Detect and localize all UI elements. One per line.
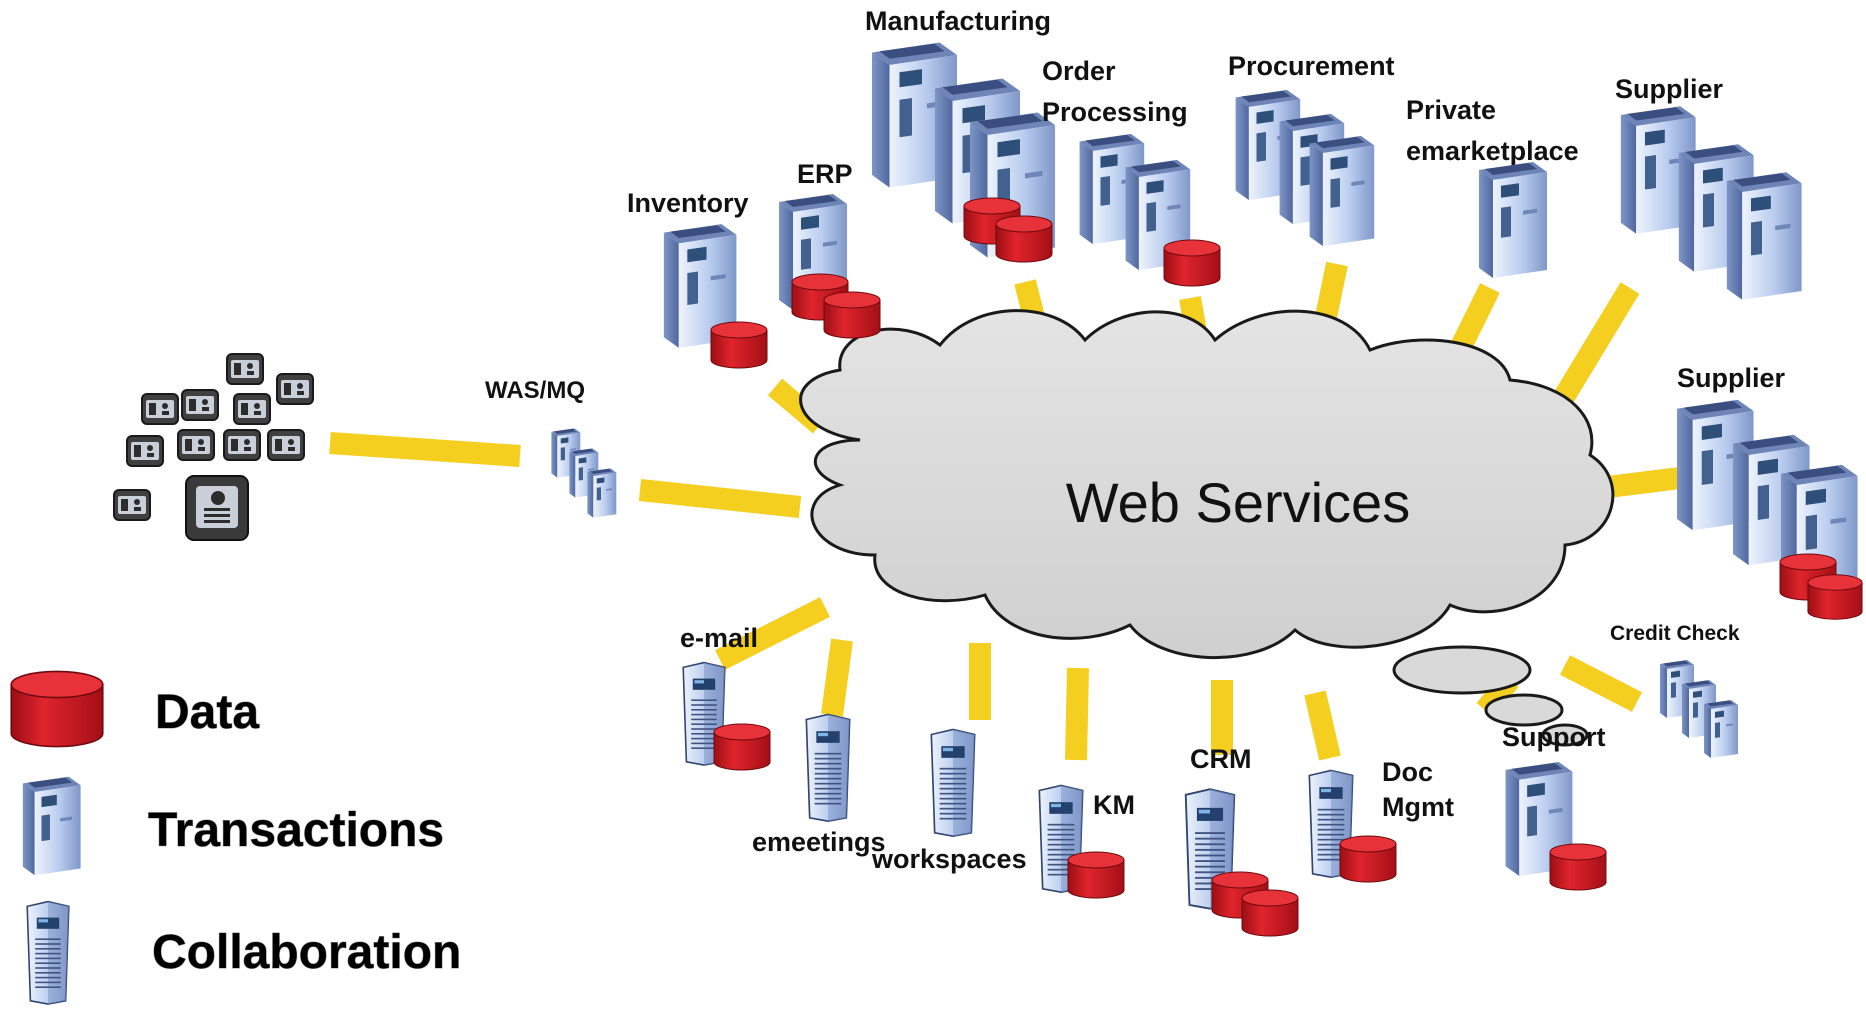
- connector-doc-mgmt: [1304, 690, 1341, 761]
- email-label: e-mail: [680, 623, 758, 653]
- server-icon: [1726, 172, 1802, 300]
- tower-server-icon: [805, 713, 851, 823]
- connector-credit-check: [1559, 655, 1643, 712]
- server-icon: [1479, 162, 1547, 278]
- legend-transactions-label: Transactions: [148, 804, 444, 857]
- manufacturing-label: Manufacturing: [865, 6, 1051, 36]
- connector-km: [1065, 667, 1089, 761]
- database-icon: [1241, 889, 1299, 937]
- inventory-label: Inventory: [627, 188, 749, 218]
- thought-bubble-large: [1392, 645, 1532, 695]
- node-erp: ERP: [779, 159, 881, 339]
- legend-collaboration-label: Collaboration: [152, 926, 461, 979]
- node-doc-mgmt: Doc Mgmt: [1308, 757, 1454, 883]
- order-processing-label-1: Order: [1042, 56, 1116, 86]
- node-crm: CRM: [1184, 744, 1299, 937]
- database-icon: [1339, 835, 1397, 883]
- node-supplier-right: Supplier: [1677, 363, 1863, 620]
- emarketplace-label-1: Private: [1406, 95, 1496, 125]
- node-was-mq: WAS/MQ: [485, 377, 617, 518]
- database-icon: [1067, 851, 1125, 899]
- emeetings-label: emeetings: [752, 827, 886, 857]
- database-icon: [713, 723, 771, 771]
- device-icon: [233, 393, 271, 425]
- device-icon: [113, 489, 151, 521]
- doc-mgmt-label-2: Mgmt: [1382, 792, 1454, 822]
- node-km: KM: [1038, 784, 1135, 899]
- erp-label: ERP: [797, 159, 853, 189]
- doc-mgmt-label-1: Doc: [1382, 757, 1433, 787]
- legend: Data Transactions Collaboration: [10, 670, 462, 1005]
- node-email: e-mail: [680, 623, 771, 771]
- node-emeetings: emeetings: [752, 713, 886, 857]
- node-manufacturing: Manufacturing: [865, 6, 1055, 263]
- device-icon: [181, 389, 219, 421]
- connector-emeetings: [821, 638, 853, 717]
- device-icon: [276, 373, 314, 405]
- node-credit-check: Credit Check: [1610, 622, 1740, 758]
- database-icon: [710, 321, 768, 369]
- workspaces-label: workspaces: [871, 844, 1027, 874]
- legend-data-label: Data: [155, 686, 259, 739]
- order-processing-label-2: Processing: [1042, 97, 1188, 127]
- connector-was-mq: [638, 479, 802, 518]
- supplier-right-label: Supplier: [1677, 363, 1786, 393]
- device-icon: [223, 429, 261, 461]
- emarketplace-label-2: emarketplace: [1406, 136, 1579, 166]
- server-icon: [587, 468, 617, 518]
- database-icon: [10, 670, 104, 748]
- crm-label: CRM: [1190, 744, 1252, 774]
- legend-item-data: Data: [10, 670, 260, 748]
- server-icon: [1309, 135, 1375, 247]
- web-services-cloud: Web Services: [799, 309, 1615, 747]
- device-icon: [177, 429, 215, 461]
- procurement-label: Procurement: [1228, 51, 1395, 81]
- km-label: KM: [1093, 790, 1135, 820]
- device-icon: [126, 435, 164, 467]
- node-workspaces: workspaces: [871, 728, 1027, 874]
- thought-bubble-medium: [1484, 693, 1564, 727]
- device-icon: [267, 429, 305, 461]
- node-procurement: Procurement: [1228, 51, 1395, 247]
- thought-bubble-small: [1541, 723, 1589, 747]
- pda-icon: [185, 475, 249, 541]
- node-support: Support: [1502, 722, 1607, 891]
- connector-devices: [329, 432, 521, 467]
- legend-item-collaboration: Collaboration: [26, 900, 462, 1005]
- node-order-processing: Order Processing: [1042, 56, 1221, 287]
- client-devices-cluster: [113, 353, 314, 541]
- tower-server-icon: [930, 728, 976, 838]
- server-icon: [1704, 700, 1738, 758]
- node-private-emarketplace: Private emarketplace: [1406, 95, 1579, 278]
- supplier-top-label: Supplier: [1615, 74, 1724, 104]
- database-icon: [995, 215, 1053, 263]
- database-icon: [1807, 574, 1863, 620]
- database-icon: [823, 291, 881, 339]
- connector-email: [715, 597, 830, 670]
- database-icon: [1549, 843, 1607, 891]
- support-label: Support: [1502, 722, 1605, 752]
- credit-check-label: Credit Check: [1610, 622, 1740, 645]
- device-icon: [141, 393, 179, 425]
- database-icon: [1163, 239, 1221, 287]
- tower-server-icon: [26, 900, 70, 1005]
- device-icon: [226, 353, 264, 385]
- legend-item-transactions: Transactions: [22, 776, 445, 876]
- server-icon: [22, 776, 81, 876]
- node-inventory: Inventory: [627, 188, 768, 369]
- node-supplier-top: Supplier: [1615, 74, 1802, 300]
- was-mq-label: WAS/MQ: [485, 377, 585, 404]
- center-label: Web Services: [1066, 471, 1410, 534]
